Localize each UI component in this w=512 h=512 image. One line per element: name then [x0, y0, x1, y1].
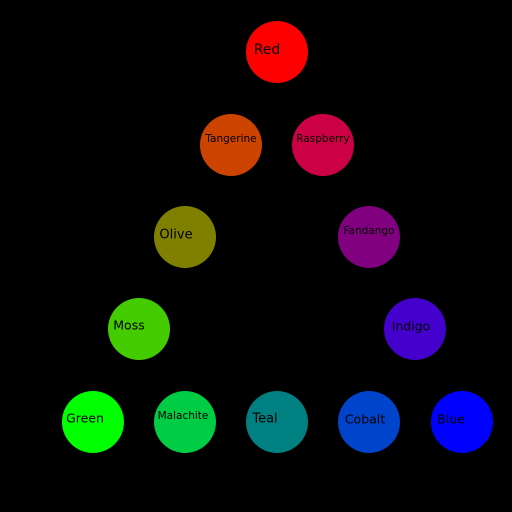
node-tangerine-label: Tangerine: [204, 133, 256, 145]
node-teal-circle: [246, 391, 308, 453]
node-indigo-circle: [384, 298, 446, 360]
node-green-circle: [62, 391, 124, 453]
node-blue-circle: [431, 391, 493, 453]
node-red: Red: [246, 21, 308, 83]
node-fandango-label: Fandango: [343, 225, 394, 237]
node-teal: Teal: [246, 391, 308, 453]
node-cobalt-label: Cobalt: [345, 412, 385, 427]
node-indigo: Indigo: [384, 298, 446, 360]
node-raspberry-circle: [292, 114, 354, 176]
node-moss: Moss: [108, 298, 170, 360]
node-moss-label: Moss: [113, 318, 144, 333]
node-teal-label: Teal: [251, 412, 277, 427]
node-olive-label: Olive: [159, 228, 192, 243]
node-fandango: Fandango: [338, 206, 400, 268]
node-red-label: Red: [254, 42, 281, 58]
node-olive: Olive: [154, 206, 216, 268]
node-fandango-circle: [338, 206, 400, 268]
node-red-circle: [246, 21, 308, 83]
node-moss-circle: [108, 298, 170, 360]
node-malachite: Malachite: [154, 391, 216, 453]
node-green: Green: [62, 391, 124, 453]
node-blue: Blue: [431, 391, 493, 453]
node-blue-label: Blue: [437, 412, 465, 427]
node-indigo-label: Indigo: [392, 319, 431, 334]
node-raspberry: Raspberry: [292, 114, 354, 176]
node-cobalt-circle: [338, 391, 400, 453]
node-malachite-circle: [154, 391, 216, 453]
node-tangerine-circle: [200, 114, 262, 176]
node-cobalt: Cobalt: [338, 391, 400, 453]
node-olive-circle: [154, 206, 216, 268]
node-raspberry-label: Raspberry: [296, 133, 349, 145]
node-tangerine: Tangerine: [200, 114, 262, 176]
node-green-label: Green: [66, 411, 104, 426]
node-malachite-label: Malachite: [158, 410, 209, 422]
